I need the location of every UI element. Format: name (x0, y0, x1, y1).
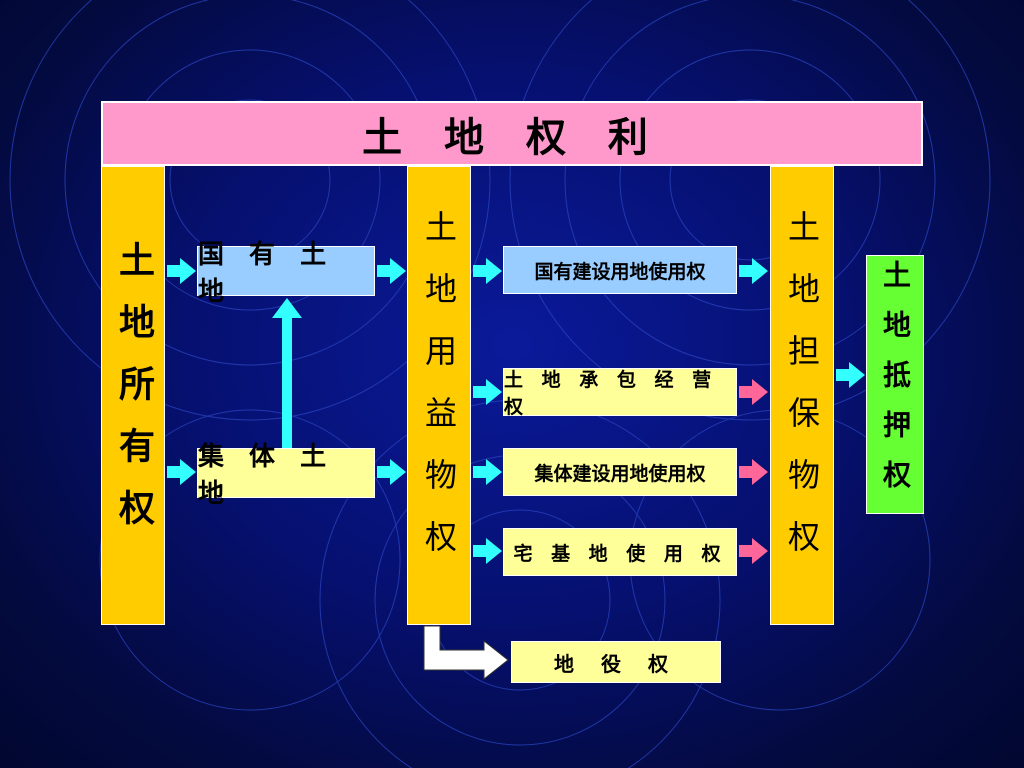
arrow-collective-to-state (272, 298, 302, 448)
collective-construction-right-label: 集体建设用地使用权 (534, 462, 706, 485)
state-construction-right-box: 国有建设用地使用权 (503, 246, 737, 294)
land-security-label: 土地担保物权 (783, 209, 821, 582)
arrow-r2-to-security (739, 379, 768, 405)
arrow-state-to-usufruct (377, 258, 406, 284)
arrow-usufruct-to-easement (423, 625, 509, 681)
homestead-right-label: 宅 基 地 使 用 权 (513, 542, 727, 565)
land-usufruct-column: 土地用益物权 (407, 166, 471, 625)
land-security-column: 土地担保物权 (770, 166, 834, 625)
arrow-ownership-to-collective (167, 459, 196, 485)
arrow-r4-to-security (739, 538, 768, 564)
arrow-ownership-to-state (167, 258, 196, 284)
arrow-usufruct-to-r4 (473, 538, 502, 564)
arrow-security-to-mortgage (836, 362, 865, 388)
easement-label: 地 役 权 (554, 651, 678, 676)
land-mortgage-column: 土地抵押权 (866, 255, 924, 514)
state-land-label: 国 有 土 地 (198, 240, 335, 307)
land-contract-right-box: 土 地 承 包 经 营 权 (503, 368, 737, 418)
land-ownership-label: 土地所有权 (113, 240, 154, 551)
arrow-collective-to-usufruct (377, 459, 406, 485)
collective-construction-right-box: 集体建设用地使用权 (503, 448, 737, 496)
land-mortgage-label: 土地抵押权 (879, 259, 912, 510)
arrow-usufruct-to-r3 (473, 459, 502, 485)
collective-land-box: 集 体 土 地 (197, 442, 375, 509)
title-text: 土 地 权 利 (362, 114, 662, 161)
arrow-r3-to-security (739, 459, 768, 485)
collective-land-label: 集 体 土 地 (198, 442, 335, 509)
easement-box: 地 役 权 (511, 641, 721, 683)
title-bar: 土 地 权 利 (101, 101, 923, 166)
land-usufruct-label: 土地用益物权 (420, 209, 458, 582)
state-land-box: 国 有 土 地 (197, 240, 375, 307)
land-ownership-column: 土地所有权 (101, 166, 165, 625)
arrow-usufruct-to-r1 (473, 258, 502, 284)
homestead-right-box: 宅 基 地 使 用 权 (503, 528, 737, 576)
arrow-usufruct-to-r2 (473, 379, 502, 405)
arrow-r1-to-security (739, 258, 768, 284)
land-contract-right-label: 土 地 承 包 经 营 权 (504, 369, 718, 418)
state-construction-right-label: 国有建设用地使用权 (534, 260, 706, 283)
